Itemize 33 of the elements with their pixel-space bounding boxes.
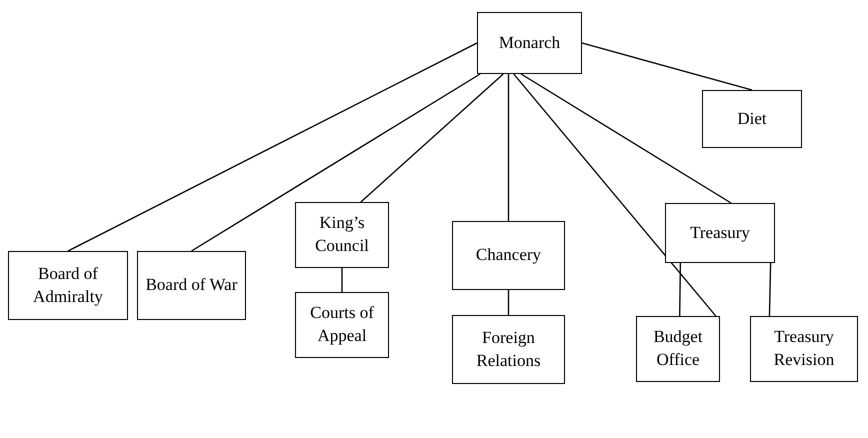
org-box <box>477 12 582 74</box>
box-label: Chancery <box>476 244 542 266</box>
org-box <box>750 316 858 382</box>
connector-line <box>513 74 716 316</box>
org-box <box>636 316 720 382</box>
box-label: Treasury <box>690 222 750 244</box>
org-box <box>295 292 389 358</box>
connector-line <box>582 42 752 91</box>
box-label: Diet <box>737 108 767 130</box>
box-label: Budget Office <box>652 326 704 371</box>
box-label: Courts of Appeal <box>309 302 375 347</box>
connector-line <box>191 73 480 252</box>
box-label: Foreign Relations <box>475 326 542 372</box>
box-label: Board of War <box>146 274 238 296</box>
box-label: Treasury Revision <box>772 326 836 371</box>
connector-line <box>520 73 732 204</box>
connector-line <box>508 290 510 315</box>
connector-line <box>768 262 772 316</box>
connector-line <box>360 74 504 202</box>
org-box <box>295 202 389 268</box>
org-box <box>137 251 246 320</box>
org-box <box>702 90 802 148</box>
connector-line <box>508 74 510 221</box>
org-box <box>452 221 565 290</box>
connector-line <box>68 42 478 252</box>
box-label: Monarch <box>498 32 560 54</box>
org-box <box>8 251 128 320</box>
org-box <box>665 203 775 263</box>
connector-line <box>341 268 343 292</box>
box-label: Board of Admiralty <box>32 262 104 308</box>
org-box <box>452 315 565 384</box>
box-label: King’s Council <box>314 212 370 257</box>
connector-line <box>679 263 682 316</box>
